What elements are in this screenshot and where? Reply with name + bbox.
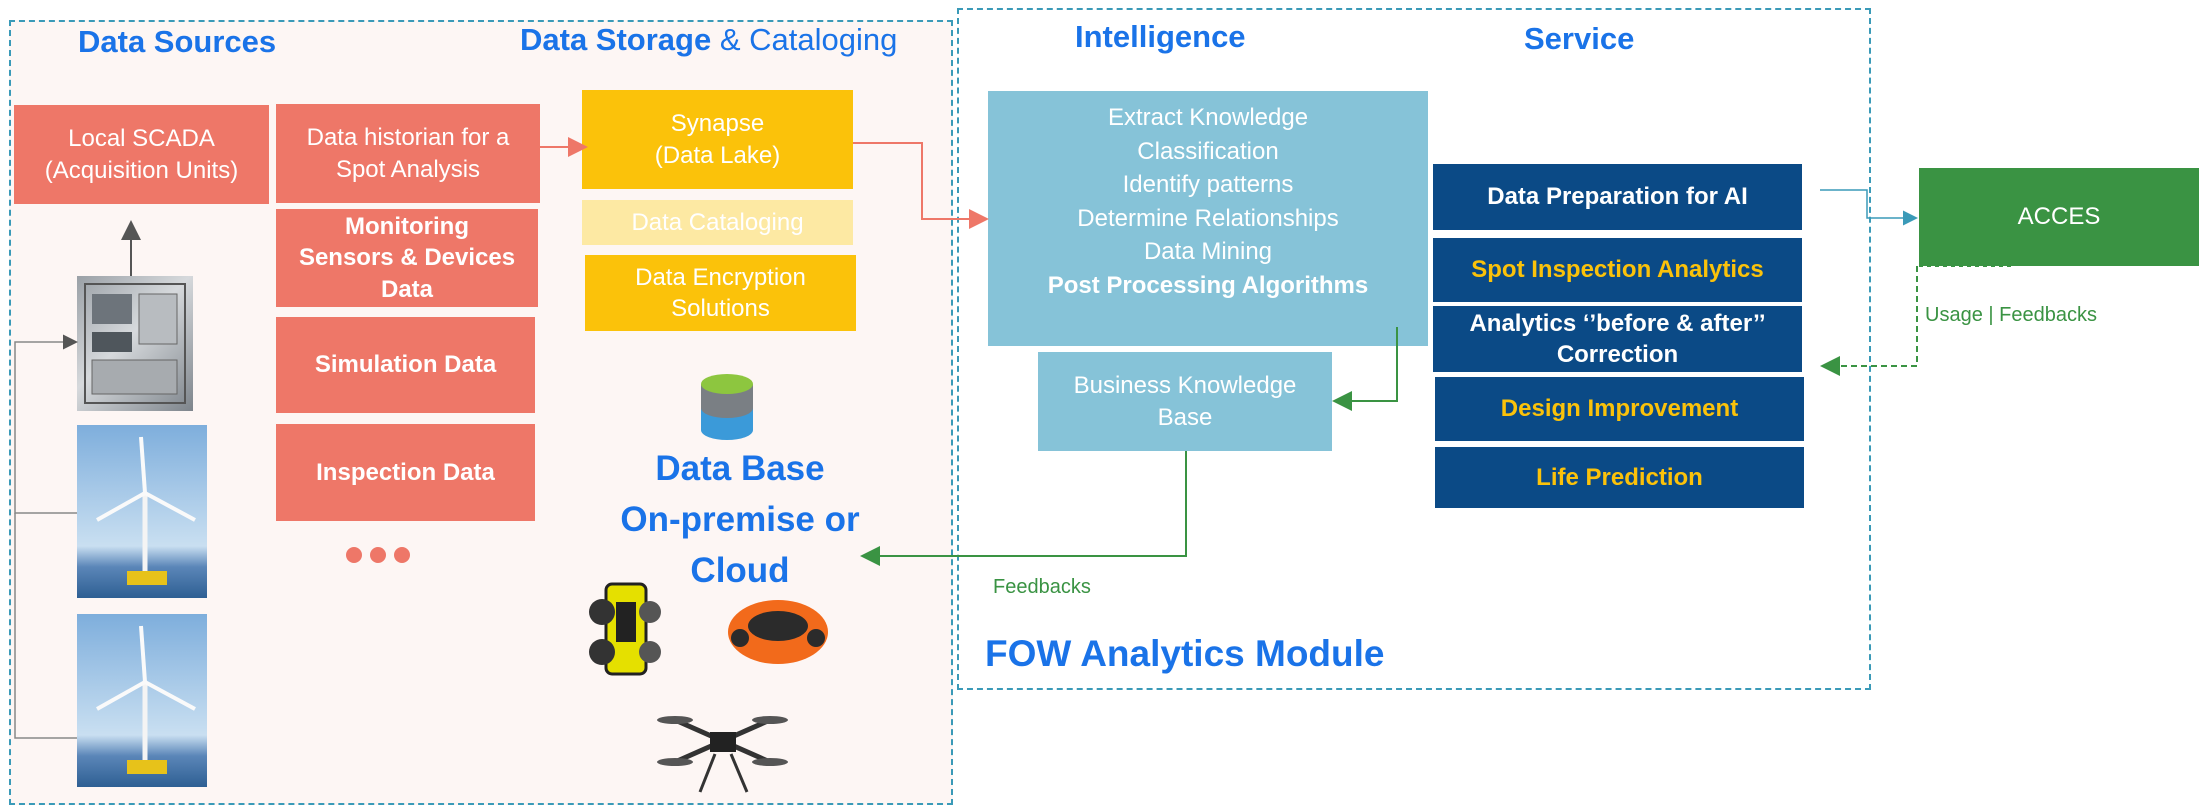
module-title: FOW Analytics Module bbox=[985, 633, 1385, 674]
header-service: Service bbox=[1524, 21, 1635, 56]
service-spot-inspection: Spot Inspection Analytics bbox=[1433, 238, 1802, 302]
synapse-box: Synapse(Data Lake) bbox=[582, 90, 853, 189]
database-label: Data Base On-premise or Cloud bbox=[620, 449, 860, 590]
header-data-storage: Data Storage & Cataloging bbox=[520, 22, 898, 57]
local-scada-box: Local SCADA(Acquisition Units) bbox=[14, 105, 269, 204]
inspection-data-box: Inspection Data bbox=[276, 424, 535, 521]
wind-turbine-image-1 bbox=[77, 425, 207, 598]
simulation-data-box: Simulation Data bbox=[276, 317, 535, 413]
service-data-preparation: Data Preparation for AI bbox=[1433, 164, 1802, 230]
service-before-after: Analytics ‘’before & after’’Correction bbox=[1433, 306, 1802, 372]
acces-box: ACCES bbox=[1919, 168, 2199, 266]
intelligence-box: Extract Knowledge Classification Identif… bbox=[988, 91, 1428, 346]
wind-turbine-image-2 bbox=[77, 614, 207, 787]
header-intelligence: Intelligence bbox=[1075, 19, 1246, 54]
scada-cabinet-image bbox=[77, 276, 193, 411]
aerial-drone-image bbox=[655, 702, 790, 797]
feedbacks-label: Feedbacks bbox=[993, 576, 1091, 598]
usage-feedbacks-label: Usage | Feedbacks bbox=[1925, 304, 2097, 326]
service-design-improvement: Design Improvement bbox=[1435, 377, 1804, 441]
service-life-prediction: Life Prediction bbox=[1435, 447, 1804, 508]
data-cataloging-box: Data Cataloging bbox=[582, 200, 853, 245]
more-dots-icon bbox=[346, 547, 418, 568]
crawler-robot-image bbox=[588, 572, 663, 687]
header-data-sources: Data Sources bbox=[78, 24, 277, 59]
database-cylinder-icon bbox=[699, 372, 755, 442]
underwater-drone-image bbox=[720, 586, 832, 676]
